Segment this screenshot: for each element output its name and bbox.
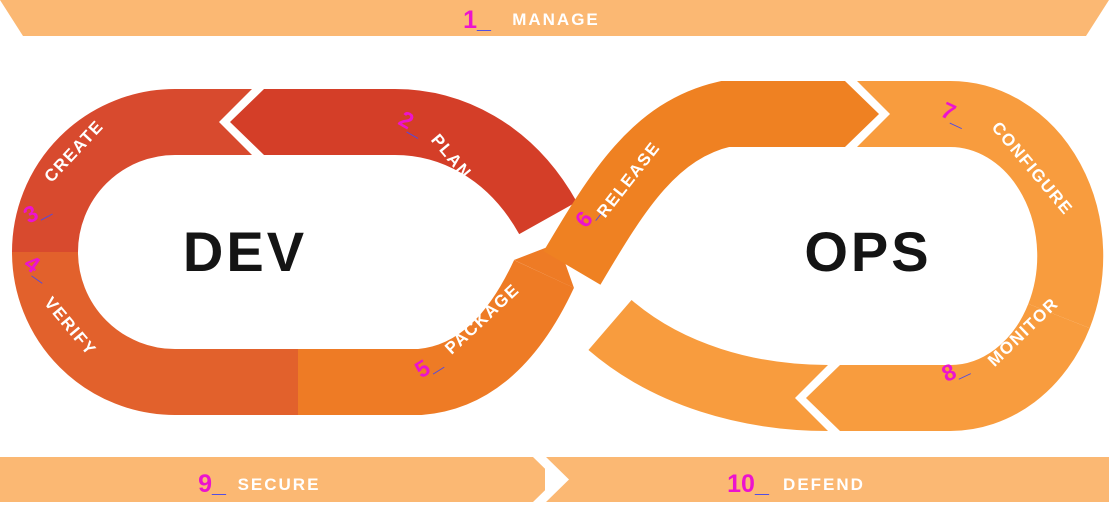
ops-label: OPS <box>804 220 931 283</box>
plan-arrowhead <box>230 89 264 155</box>
defend-label: DEFEND <box>783 475 865 494</box>
plan-segment <box>264 89 577 235</box>
manage-number-underscore: _ <box>476 6 492 34</box>
manage-number: 1_ <box>463 6 492 34</box>
verify-segment <box>12 251 298 415</box>
package-segment <box>298 259 574 415</box>
defend-number-underscore: _ <box>754 470 770 498</box>
secure-banner <box>0 457 556 502</box>
configure-segment <box>857 80 1104 329</box>
manage-banner <box>0 0 1109 36</box>
secure-number-underscore: _ <box>211 470 227 498</box>
release-segment <box>543 81 845 285</box>
secure-label: SECURE <box>238 475 321 494</box>
secure-number-digit: 9 <box>198 470 212 498</box>
defend-notch <box>545 456 569 503</box>
dev-label: DEV <box>183 220 307 283</box>
defend-number-digit: 10 <box>727 470 755 498</box>
package-number: 5_ <box>410 347 446 383</box>
monitor-tail-segment <box>588 299 829 431</box>
create-segment <box>12 89 252 253</box>
defend-number: 10_ <box>727 470 770 498</box>
secure-number: 9_ <box>198 470 227 498</box>
monitor-arrowhead <box>806 365 840 431</box>
monitor-segment <box>840 303 1090 432</box>
defend-banner <box>546 457 1109 502</box>
manage-number-digit: 1 <box>463 6 477 34</box>
release-arrowhead <box>845 81 879 147</box>
manage-label: MANAGE <box>512 10 600 29</box>
